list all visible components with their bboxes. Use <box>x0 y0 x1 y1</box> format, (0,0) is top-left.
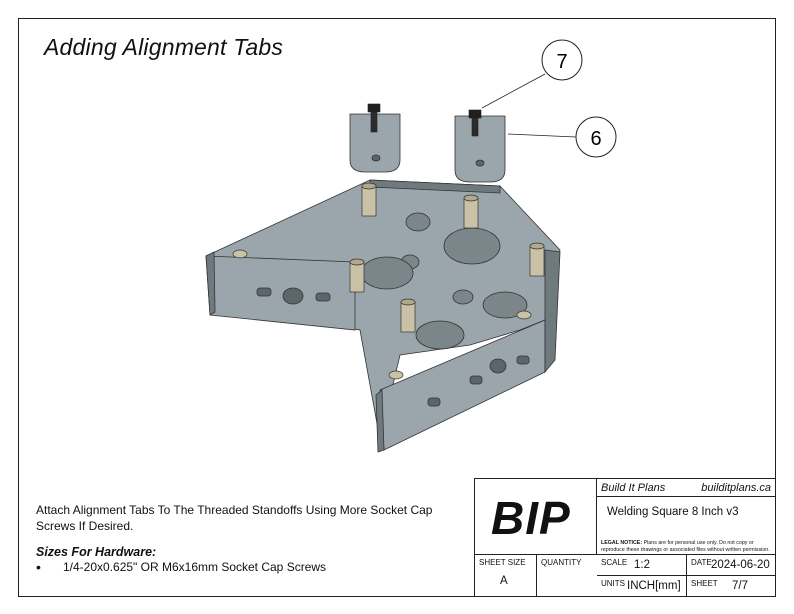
balloon-7-number: 7 <box>556 51 567 73</box>
drawing-name-cell: Welding Square 8 Inch v3 LEGAL NOTICE: P… <box>597 496 775 554</box>
title-block-right: Build It Plans builditplans.ca Welding S… <box>597 479 775 596</box>
sheet-value: 7/7 <box>732 580 748 592</box>
company-name: Build It Plans <box>601 482 666 494</box>
drawing-title: Adding Alignment Tabs <box>44 34 284 60</box>
balloon-6-number: 6 <box>590 128 601 150</box>
front-wall <box>375 249 561 453</box>
scale-value: 1:2 <box>634 559 650 571</box>
quantity-cell: QUANTITY <box>537 554 597 596</box>
hardware-item: 1/4-20x0.625" OR M6x16mm Socket Cap Scre… <box>36 559 326 575</box>
units-value: INCH[mm] <box>627 580 681 592</box>
drawing-frame <box>18 18 776 597</box>
balloon-7: 7 <box>541 39 583 81</box>
quantity-label: QUANTITY <box>541 558 582 567</box>
date-cell: DATE 2024-06-20 <box>687 554 775 575</box>
socket-cap-screws <box>367 103 482 137</box>
base-plate <box>205 179 561 441</box>
units-label: UNITS <box>601 579 625 588</box>
website: builditplans.ca <box>701 482 771 494</box>
sheet-size-label: SHEET SIZE <box>479 558 526 567</box>
balloon-leaders <box>481 73 577 138</box>
left-wall <box>205 251 356 331</box>
sheet-cell: SHEET 7/7 <box>687 575 775 596</box>
units-cell: UNITS INCH[mm] <box>597 575 687 596</box>
legal-notice: LEGAL NOTICE: Plans are for personal use… <box>601 540 773 553</box>
balloon-6: 6 <box>575 116 617 158</box>
logo-text: BIP <box>491 492 571 544</box>
legal-label: LEGAL NOTICE: <box>601 540 643 546</box>
sheet-size-cell: SHEET SIZE A <box>475 554 537 596</box>
title-block-left-bottom: SHEET SIZE A QUANTITY <box>475 554 597 596</box>
sheet-size-value: A <box>500 575 508 587</box>
threaded-standoffs <box>232 182 545 380</box>
title-block: BIP SHEET SIZE A QUANTITY Build It Plans… <box>474 478 776 597</box>
hardware-heading: Sizes For Hardware: <box>36 545 157 559</box>
instructions-note: Attach Alignment Tabs To The Threaded St… <box>36 503 433 533</box>
alignment-tabs <box>349 113 506 183</box>
legal-text: Plans are for personal use only. Do not … <box>601 540 770 553</box>
date-value: 2024-06-20 <box>711 559 770 571</box>
scale-cell: SCALE 1:2 <box>597 554 687 575</box>
date-label: DATE <box>691 558 712 567</box>
scale-label: SCALE <box>601 558 628 567</box>
hardware-list: 1/4-20x0.625" OR M6x16mm Socket Cap Scre… <box>36 559 326 575</box>
drawing-name: Welding Square 8 Inch v3 <box>607 506 739 518</box>
logo: BIP <box>475 479 597 554</box>
sheet-label: SHEET <box>691 579 718 588</box>
